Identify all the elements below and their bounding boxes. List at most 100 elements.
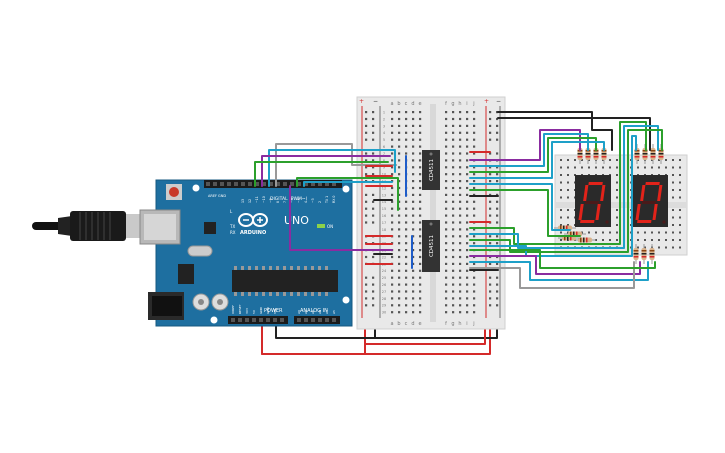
breadboard-hole[interactable] <box>405 221 408 224</box>
seven-segment-display-1[interactable]: 0 <box>575 175 611 227</box>
breadboard-hole[interactable] <box>466 152 469 155</box>
breadboard-hole[interactable] <box>473 304 476 307</box>
breadboard-hole[interactable] <box>452 290 455 293</box>
breadboard-hole[interactable] <box>412 269 415 272</box>
breadboard-hole[interactable] <box>452 235 455 238</box>
breadboard-hole[interactable] <box>419 276 422 279</box>
breadboard-hole[interactable] <box>459 200 462 203</box>
breadboard-hole[interactable] <box>412 159 415 162</box>
rail-hole[interactable] <box>489 131 492 134</box>
breadboard-hole[interactable] <box>466 193 469 196</box>
rail-hole[interactable] <box>496 242 499 245</box>
breadboard-hole[interactable] <box>398 166 401 169</box>
breadboard-hole[interactable] <box>679 159 681 161</box>
breadboard-hole[interactable] <box>473 138 476 141</box>
breadboard-hole[interactable] <box>466 111 469 114</box>
breadboard-hole[interactable] <box>398 138 401 141</box>
rail-hole[interactable] <box>496 297 499 300</box>
breadboard-hole[interactable] <box>419 290 422 293</box>
breadboard-hole[interactable] <box>398 221 401 224</box>
breadboard-hole[interactable] <box>405 249 408 252</box>
breadboard-holes[interactable] <box>365 111 499 314</box>
rail-hole[interactable] <box>372 111 375 114</box>
breadboard-hole[interactable] <box>602 231 604 234</box>
breadboard-hole[interactable] <box>445 180 448 183</box>
breadboard-hole[interactable] <box>651 231 653 234</box>
breadboard-hole[interactable] <box>459 297 462 300</box>
rail-hole[interactable] <box>365 124 368 127</box>
breadboard-hole[interactable] <box>419 221 422 224</box>
rail-hole[interactable] <box>489 283 492 286</box>
rail-hole[interactable] <box>496 166 499 169</box>
breadboard-hole[interactable] <box>391 152 394 155</box>
breadboard-hole[interactable] <box>391 228 394 231</box>
breadboard-hole[interactable] <box>445 138 448 141</box>
breadboard-hole[interactable] <box>419 200 422 203</box>
breadboard-hole[interactable] <box>473 145 476 148</box>
breadboard-hole[interactable] <box>637 166 639 169</box>
breadboard-hole[interactable] <box>391 200 394 203</box>
breadboard-hole[interactable] <box>560 174 562 176</box>
breadboard-hole[interactable] <box>391 159 394 162</box>
breadboard-hole[interactable] <box>452 173 455 176</box>
breadboard-hole[interactable] <box>452 180 455 183</box>
breadboard-hole[interactable] <box>466 131 469 134</box>
breadboard-hole[interactable] <box>419 180 422 183</box>
breadboard-hole[interactable] <box>412 145 415 148</box>
rail-hole[interactable] <box>372 304 375 307</box>
rail-hole[interactable] <box>365 207 368 210</box>
rail-hole[interactable] <box>372 255 375 259</box>
breadboard-hole[interactable] <box>398 235 401 238</box>
breadboard-hole[interactable] <box>405 228 408 231</box>
breadboard-hole[interactable] <box>567 209 569 211</box>
breadboard-hole[interactable] <box>616 189 618 191</box>
breadboard-hole[interactable] <box>391 124 394 127</box>
rail-hole[interactable] <box>496 200 499 203</box>
breadboard-hole[interactable] <box>459 228 462 231</box>
breadboard-hole[interactable] <box>602 159 604 161</box>
breadboard-hole[interactable] <box>574 159 576 161</box>
breadboard-hole[interactable] <box>445 311 448 314</box>
breadboard-hole[interactable] <box>405 200 408 203</box>
breadboard-hole[interactable] <box>398 242 401 245</box>
breadboard-hole[interactable] <box>459 262 462 265</box>
rail-hole[interactable] <box>496 276 499 279</box>
breadboard-hole[interactable] <box>473 186 476 190</box>
breadboard-hole[interactable] <box>459 283 462 286</box>
breadboard-hole[interactable] <box>473 131 476 134</box>
breadboard-hole[interactable] <box>679 209 681 211</box>
breadboard-hole[interactable] <box>412 186 415 190</box>
breadboard-hole[interactable] <box>452 249 455 252</box>
breadboard-hole[interactable] <box>672 239 674 241</box>
breadboard-hole[interactable] <box>637 159 639 161</box>
breadboard-hole[interactable] <box>473 207 476 210</box>
breadboard-hole[interactable] <box>412 283 415 286</box>
breadboard-hole[interactable] <box>595 231 597 234</box>
power-header[interactable] <box>228 316 288 324</box>
breadboard-hole[interactable] <box>419 138 422 141</box>
breadboard-hole[interactable] <box>466 117 469 121</box>
breadboard-hole[interactable] <box>459 249 462 252</box>
breadboard-hole[interactable] <box>452 283 455 286</box>
breadboard-hole[interactable] <box>679 216 681 219</box>
rail-hole[interactable] <box>496 221 499 224</box>
breadboard-hole[interactable] <box>391 186 394 190</box>
breadboard-hole[interactable] <box>459 124 462 127</box>
breadboard-hole[interactable] <box>412 166 415 169</box>
breadboard-hole[interactable] <box>473 180 476 183</box>
breadboard-hole[interactable] <box>658 246 660 249</box>
breadboard-hole[interactable] <box>419 207 422 210</box>
breadboard-hole[interactable] <box>419 166 422 169</box>
breadboard-hole[interactable] <box>398 214 401 217</box>
breadboard-hole[interactable] <box>581 166 583 169</box>
breadboard-hole[interactable] <box>398 228 401 231</box>
breadboard-hole[interactable] <box>412 235 415 238</box>
breadboard-hole[interactable] <box>651 159 653 161</box>
rail-hole[interactable] <box>372 193 375 196</box>
breadboard-hole[interactable] <box>445 207 448 210</box>
rail-hole[interactable] <box>489 207 492 210</box>
breadboard-hole[interactable] <box>665 159 667 161</box>
breadboard-hole[interactable] <box>452 262 455 265</box>
breadboard-hole[interactable] <box>560 239 562 241</box>
breadboard-hole[interactable] <box>651 239 653 241</box>
